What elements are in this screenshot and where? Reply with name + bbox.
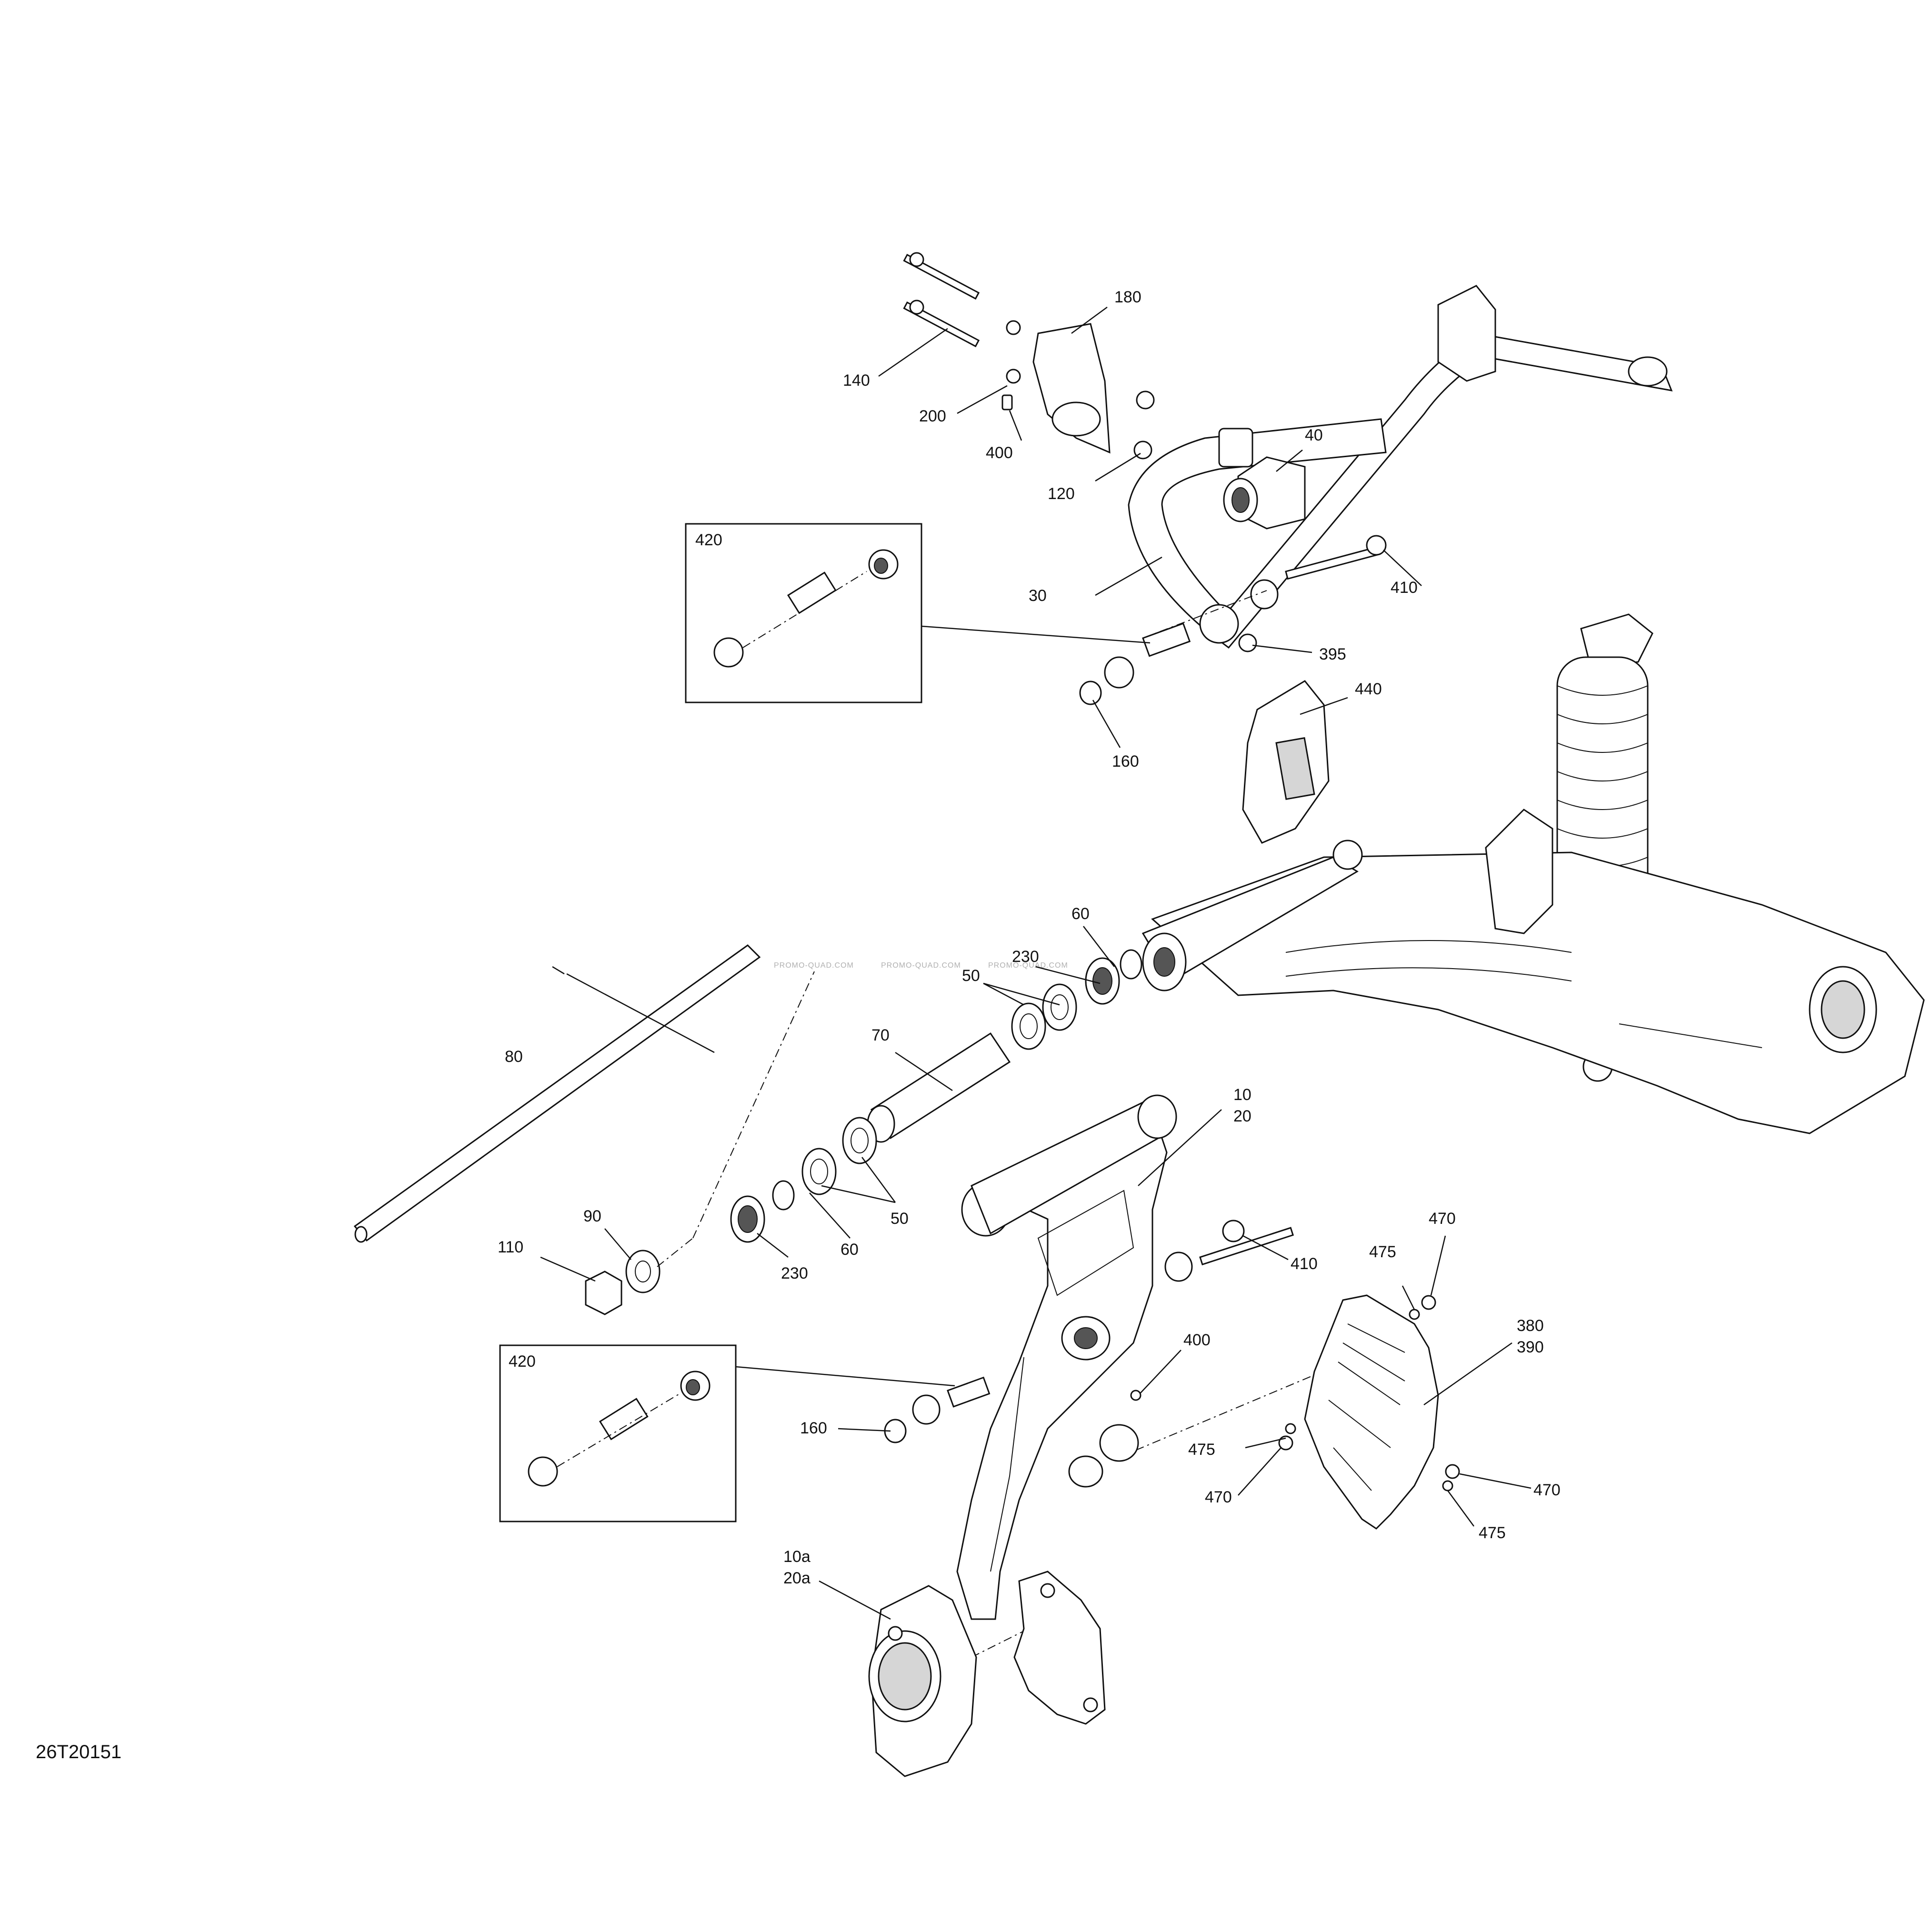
callout-470-top: 470 — [1429, 1210, 1456, 1228]
callout-400-upper: 400 — [986, 444, 1013, 462]
diagram-code: 26T20151 — [36, 1742, 121, 1762]
protective-cover — [1304, 1294, 1439, 1530]
watermark-3: PROMO-QUAD.COM — [988, 961, 1068, 970]
callout-200: 200 — [919, 407, 946, 425]
callout-470-left: 470 — [1205, 1488, 1232, 1506]
callout-110: 110 — [498, 1238, 523, 1256]
callout-90: 90 — [583, 1207, 601, 1225]
callout-50-lower: 50 — [891, 1210, 909, 1228]
pivot-shaft-80 — [353, 944, 761, 1243]
centerline-hub — [971, 1628, 1029, 1658]
callout-475-left: 475 — [1188, 1441, 1215, 1459]
inset-leader-lower — [735, 1366, 955, 1387]
hub-housing — [868, 1585, 977, 1777]
callout-410-lower: 410 — [1291, 1255, 1318, 1273]
cover-screws — [1278, 1295, 1460, 1492]
callout-60-lower: 60 — [841, 1241, 859, 1259]
bracket-440 — [1242, 680, 1330, 844]
bearing-stack-lower — [730, 1117, 877, 1243]
bracket-assembly — [903, 252, 1496, 460]
callout-140: 140 — [843, 371, 870, 390]
callout-20a: 20a — [783, 1569, 811, 1587]
callout-labels: 180 140 200 400 120 40 420 30 410 395 44… — [498, 288, 1561, 1587]
inset-leader-upper — [921, 625, 1151, 644]
callout-475-right: 475 — [1479, 1524, 1506, 1542]
centerline-upper-link — [1142, 590, 1267, 639]
watermark-1: PROMO-QUAD.COM — [774, 961, 854, 970]
callout-420-upper: 420 — [695, 531, 722, 549]
callout-160-lower: 160 — [800, 1419, 827, 1437]
callout-80: 80 — [505, 1048, 523, 1066]
link-hardware-upper — [1079, 535, 1387, 705]
washer-nut-lower — [585, 1250, 661, 1315]
lower-trailing-arm — [956, 1094, 1177, 1620]
callout-410-upper: 410 — [1391, 579, 1418, 597]
upper-trailing-arm — [1141, 809, 1925, 1134]
callout-475-top: 475 — [1369, 1243, 1396, 1261]
callout-160-upper: 160 — [1112, 752, 1139, 771]
callout-420-lower: 420 — [509, 1352, 536, 1371]
bearing-stack-upper — [1011, 949, 1142, 1050]
callout-395: 395 — [1319, 645, 1346, 663]
callout-10a: 10a — [783, 1548, 811, 1566]
watermark-2: PROMO-QUAD.COM — [881, 961, 961, 970]
pivot-tube-70 — [867, 1032, 1011, 1143]
callout-380: 380 — [1517, 1317, 1544, 1335]
callout-400-lower: 400 — [1183, 1331, 1211, 1349]
centerline-nut — [657, 1238, 693, 1267]
stabilizer-bar — [1128, 332, 1673, 649]
callout-50-upper: 50 — [962, 967, 980, 985]
callout-20: 20 — [1233, 1107, 1251, 1125]
inset-box-upper — [685, 523, 922, 703]
callout-60-upper: 60 — [1071, 905, 1090, 923]
stabilizer-bushing — [1223, 456, 1306, 530]
callout-10: 10 — [1233, 1086, 1251, 1104]
centerline-cover — [1119, 1342, 1391, 1458]
callout-70: 70 — [871, 1026, 890, 1044]
callout-120: 120 — [1048, 485, 1075, 503]
leader-lines — [540, 306, 1532, 1620]
callout-390: 390 — [1517, 1338, 1544, 1356]
link-hardware-lower — [884, 1220, 1294, 1443]
mounting-plate — [1013, 1571, 1106, 1725]
callout-440: 440 — [1355, 680, 1382, 698]
inset-box-lower — [499, 1344, 737, 1522]
centerline-shaft — [692, 971, 815, 1239]
callout-180: 180 — [1114, 288, 1141, 306]
callout-230-lower: 230 — [781, 1264, 808, 1282]
callout-30: 30 — [1029, 587, 1047, 605]
callout-230-upper: 230 — [1012, 948, 1039, 966]
callout-40: 40 — [1305, 426, 1323, 444]
callout-470-right: 470 — [1533, 1481, 1561, 1499]
